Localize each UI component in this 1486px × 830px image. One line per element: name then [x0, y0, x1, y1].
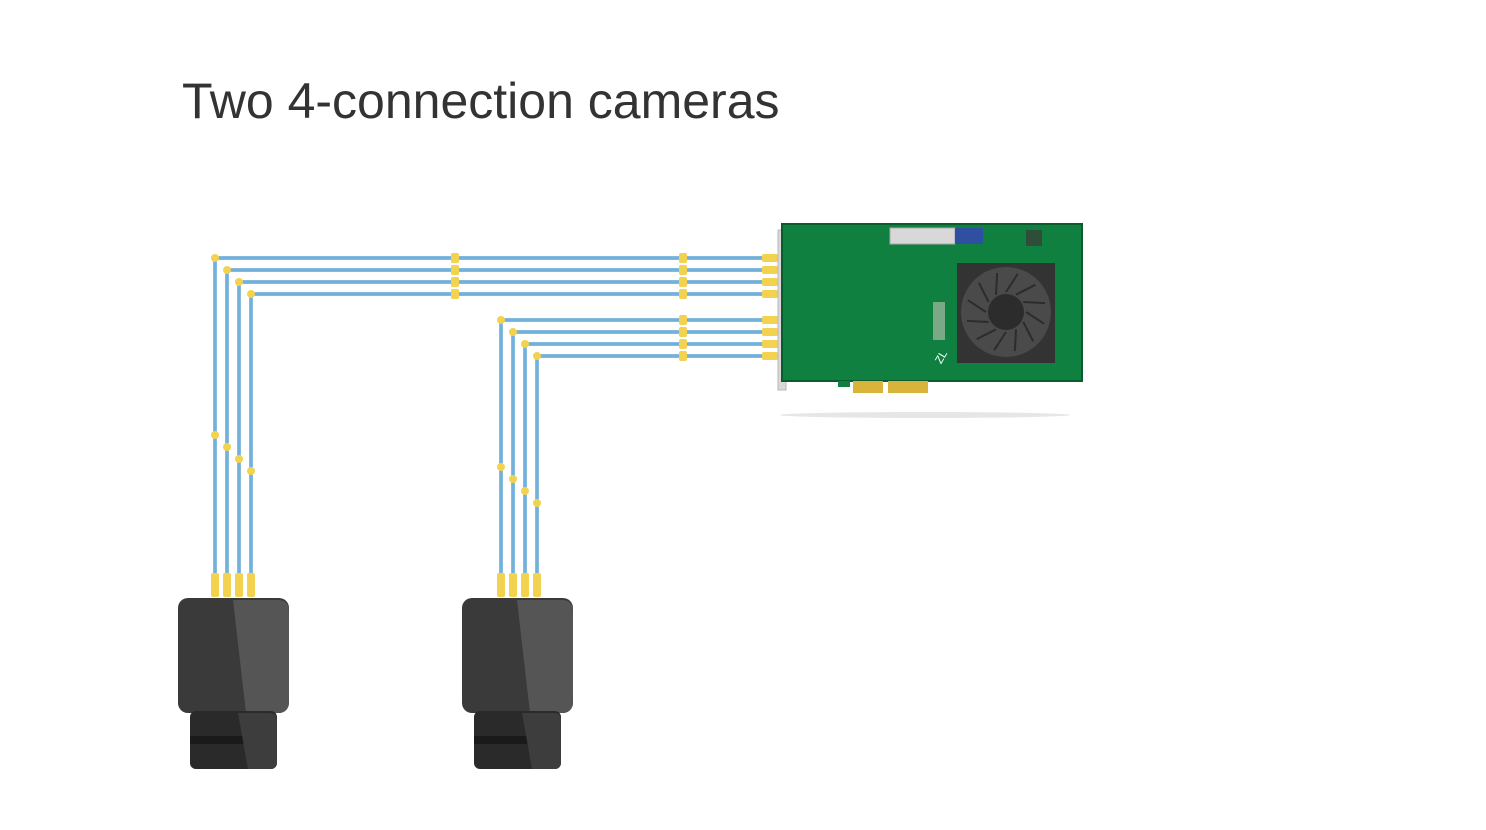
- cable-bend-dot: [211, 254, 219, 262]
- cable-marker: [521, 487, 529, 495]
- fan-hub: [988, 294, 1024, 330]
- fan-blade: [966, 319, 989, 323]
- pcie-contacts-2: [888, 381, 928, 393]
- board-chip-blue: [955, 228, 983, 244]
- cable-bend-dot: [521, 340, 529, 348]
- fan-blade: [977, 282, 990, 303]
- board-connector: [762, 254, 778, 262]
- board-shadow: [780, 412, 1070, 418]
- cable-highlight: [512, 331, 775, 585]
- cable-marker: [451, 289, 459, 299]
- fan-blade: [993, 331, 1007, 351]
- board-connector: [762, 328, 778, 336]
- board-connector: [762, 352, 778, 360]
- frame-grabber-board: ZL: [777, 223, 1083, 418]
- pcie-notch: [838, 381, 850, 387]
- cable-marker: [679, 289, 687, 299]
- cable-marker: [451, 265, 459, 275]
- camera-connector: [509, 573, 517, 597]
- board-connector: [762, 266, 778, 274]
- camera-connector: [521, 573, 529, 597]
- camera-connector: [223, 573, 231, 597]
- lens-highlight: [522, 713, 561, 769]
- cable-bend-dot: [235, 278, 243, 286]
- lens-highlight: [238, 713, 277, 769]
- cable-marker: [679, 315, 687, 325]
- cable-bend-dot: [497, 316, 505, 324]
- cable-highlight: [536, 355, 775, 585]
- cable-marker: [679, 277, 687, 287]
- cable-bend-dot: [223, 266, 231, 274]
- camera-2-icon: [462, 598, 573, 769]
- fan-blade: [967, 299, 987, 313]
- camera-connector: [235, 573, 243, 597]
- cable: [511, 330, 775, 585]
- cable-marker: [679, 351, 687, 361]
- pcie-contacts-1: [853, 381, 883, 393]
- camera-connector: [211, 573, 219, 597]
- cable-marker: [679, 327, 687, 337]
- cable-marker: [679, 265, 687, 275]
- fan-blade: [1022, 321, 1035, 342]
- fan-icon: [966, 272, 1046, 352]
- cable-bend-dot: [533, 352, 541, 360]
- board-pin-header: [933, 302, 945, 340]
- camera-connector: [247, 573, 255, 597]
- cable-highlight: [238, 281, 775, 585]
- cable-marker: [223, 443, 231, 451]
- fan-blade: [995, 272, 999, 295]
- cable-bend-dot: [509, 328, 517, 336]
- board-connector: [762, 278, 778, 286]
- cable-marker: [451, 277, 459, 287]
- fan-blade: [1005, 273, 1019, 293]
- fan-blade: [976, 328, 997, 341]
- cable: [499, 318, 775, 585]
- board-chip-small: [1026, 230, 1042, 246]
- board-connector: [762, 340, 778, 348]
- board-label: ZL: [933, 349, 950, 366]
- board-chip-silver: [889, 227, 956, 245]
- cable: [535, 354, 775, 585]
- camera-connector: [497, 573, 505, 597]
- cable-marker: [533, 499, 541, 507]
- camera-face: [517, 600, 573, 713]
- cable-group: [211, 253, 778, 597]
- cable-highlight: [214, 257, 775, 585]
- camera-1-icon: [178, 598, 289, 769]
- cable-marker: [679, 253, 687, 263]
- cable-highlight: [524, 343, 775, 585]
- board-connector: [762, 290, 778, 298]
- fan-blade: [1015, 283, 1036, 296]
- cable: [523, 342, 775, 585]
- camera-face: [233, 600, 289, 713]
- cable-marker: [247, 467, 255, 475]
- fan-blade: [1025, 311, 1045, 325]
- camera-connector: [533, 573, 541, 597]
- cable: [213, 256, 775, 585]
- cable-marker: [235, 455, 243, 463]
- cable-highlight: [500, 319, 775, 585]
- cable-marker: [211, 431, 219, 439]
- lens-ring: [190, 736, 277, 744]
- cable-marker: [497, 463, 505, 471]
- fan-blade: [1013, 329, 1017, 352]
- fan-blade: [1023, 301, 1046, 305]
- cable-marker: [679, 339, 687, 349]
- cable-marker: [451, 253, 459, 263]
- board-connector: [762, 316, 778, 324]
- lens-ring: [474, 736, 561, 744]
- cable-bend-dot: [247, 290, 255, 298]
- diagram-title: Two 4-connection cameras: [182, 73, 780, 129]
- camera-group: [178, 598, 573, 769]
- cable: [237, 280, 775, 585]
- cable-marker: [509, 475, 517, 483]
